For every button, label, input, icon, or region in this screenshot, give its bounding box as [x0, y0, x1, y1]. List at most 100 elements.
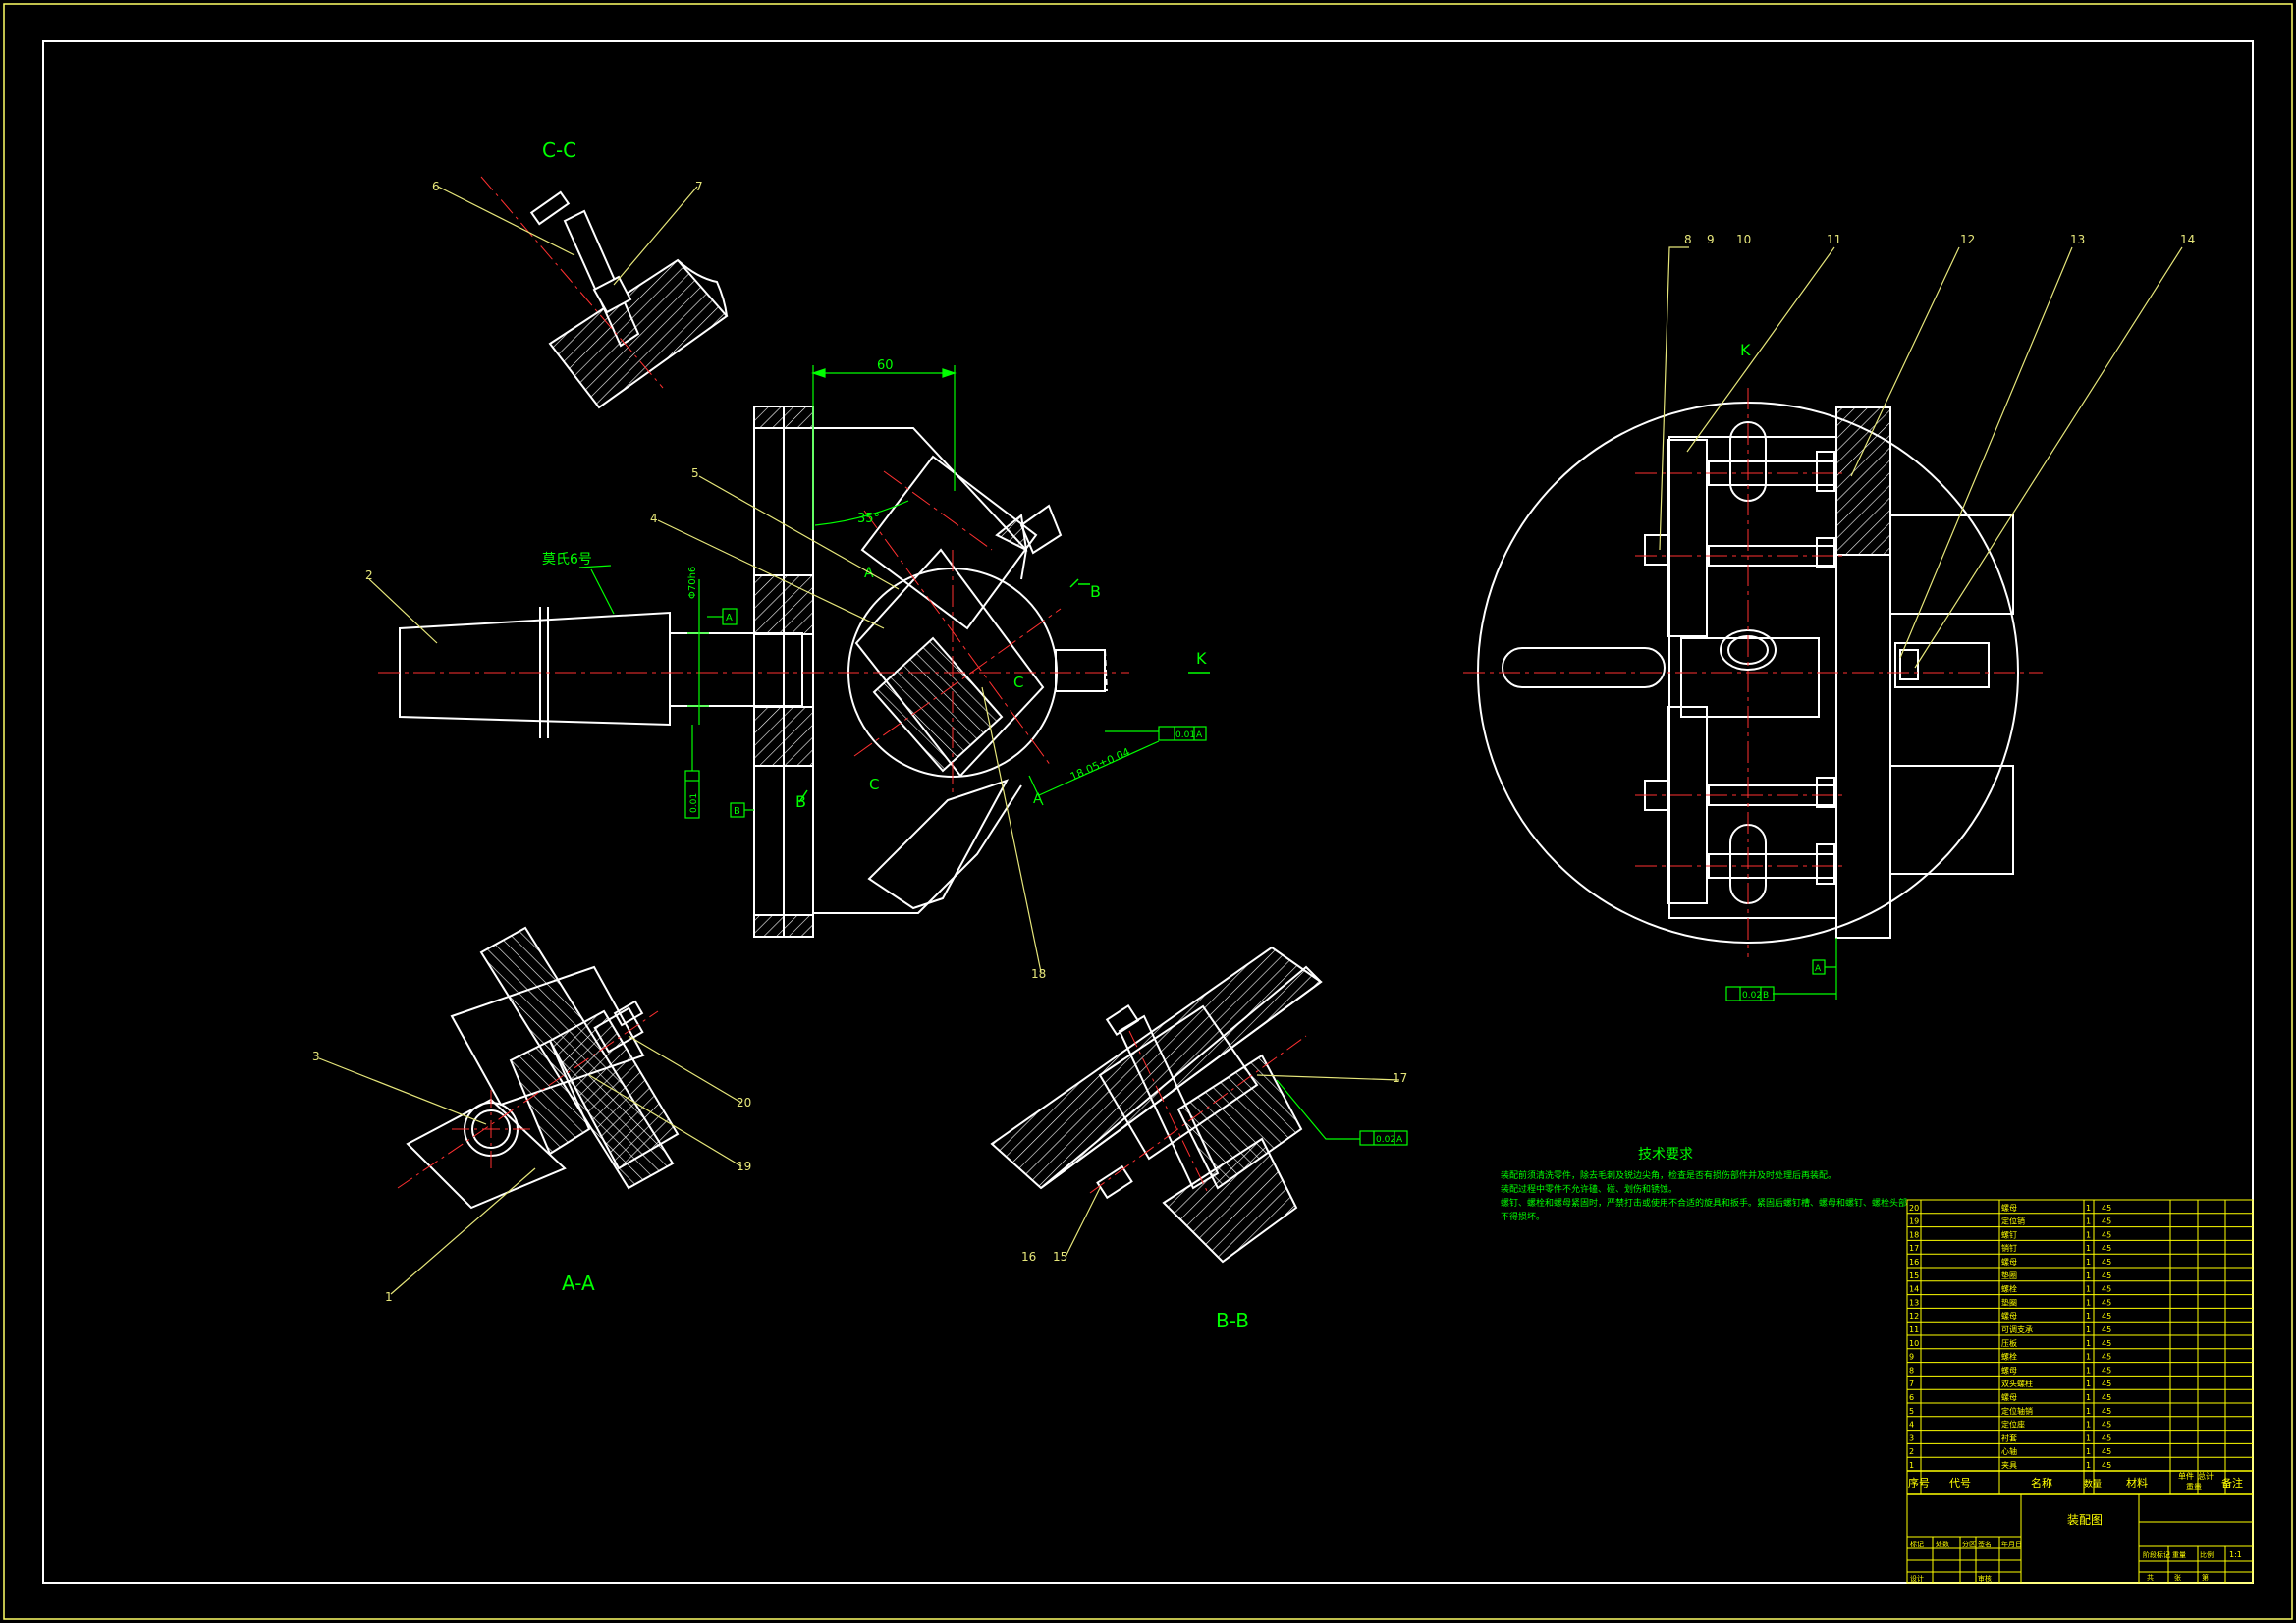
bom-cell-mat: 45	[2102, 1353, 2111, 1362]
tb-small-s2: 重量	[2172, 1551, 2186, 1559]
section-mark-b-top: B	[1090, 582, 1101, 601]
bom-cell-no: 13	[1909, 1298, 1919, 1307]
bom-cell-qty: 1	[2086, 1244, 2091, 1253]
bb-centerlines	[1089, 1030, 1307, 1194]
bom-header-w3: 重量	[2186, 1482, 2202, 1491]
bom-cell-qty: 1	[2086, 1258, 2091, 1267]
section-mark-c-bottom: C	[869, 776, 879, 793]
bom-cell-name: 螺母	[2001, 1392, 2017, 1402]
bom-header-qty: 数量	[2084, 1478, 2102, 1489]
part-label-1: 1	[385, 1290, 393, 1304]
k-tol	[1725, 938, 1837, 1001]
bom-cell-qty: 1	[2086, 1380, 2091, 1388]
bom-cell-no: 19	[1909, 1217, 1919, 1226]
dim-diagonal-label: 18.05±0.04	[1068, 745, 1132, 783]
k-leaders	[1659, 246, 2183, 669]
inner-frame	[42, 40, 2254, 1584]
bom-cell-qty: 1	[2086, 1312, 2091, 1321]
tol-left-ref: B	[734, 806, 740, 817]
view-aa	[406, 926, 680, 1210]
bom-cell-no: 6	[1909, 1393, 1914, 1402]
dim-vertical-label: Φ70h6	[687, 567, 698, 599]
bom-cell-name: 螺母	[2001, 1365, 2017, 1375]
bom-cell-qty: 1	[2086, 1325, 2091, 1334]
angle-arc	[814, 500, 909, 526]
aa-leaders	[318, 1035, 742, 1295]
bom-cell-no: 20	[1909, 1204, 1919, 1213]
bom-header-code: 代号	[1949, 1477, 1971, 1489]
tol-flag-a-top: A	[726, 613, 733, 623]
title-block	[1906, 1199, 2254, 1584]
bom-header-w2: 总计	[2198, 1471, 2214, 1481]
tb-small-r1: 标记	[1910, 1540, 1924, 1548]
dim-60-label: 60	[877, 358, 894, 373]
bom-cell-qty: 1	[2086, 1407, 2091, 1416]
bom-cell-name: 定位销	[2001, 1217, 2025, 1226]
bom-cell-mat: 45	[2102, 1407, 2111, 1416]
part-label-20: 20	[737, 1096, 751, 1109]
bom-cell-mat: 45	[2102, 1339, 2111, 1348]
bom-cell-no: 14	[1909, 1285, 1919, 1294]
tol-right-value: 0.01	[1175, 730, 1195, 740]
taper-label: 莫氏6号	[542, 552, 592, 568]
tb-small-r3: 分区	[1962, 1540, 1976, 1548]
part-label-9: 9	[1707, 233, 1715, 246]
bom-cell-no: 3	[1909, 1434, 1914, 1442]
bom-cell-mat: 45	[2102, 1366, 2111, 1375]
bom-cell-name: 心轴	[2001, 1446, 2017, 1456]
bom-cell-no: 5	[1909, 1407, 1914, 1416]
bom-cell-mat: 45	[2102, 1271, 2111, 1280]
main-centerlines	[378, 470, 1129, 795]
part-label-12: 12	[1960, 233, 1975, 246]
main-view	[399, 406, 1108, 938]
aa-centerlines	[397, 1010, 659, 1189]
bom-cell-no: 16	[1909, 1258, 1919, 1267]
bom-cell-name: 夹具	[2001, 1460, 2017, 1470]
bom-cell-no: 1	[1909, 1461, 1914, 1470]
tb-small-r4: 签名	[1978, 1540, 1992, 1548]
bom-cell-name: 双头螺柱	[2001, 1379, 2033, 1388]
view-bb-label: B-B	[1216, 1309, 1249, 1332]
tb-small-s7: 设计	[1910, 1574, 1924, 1583]
bom-cell-mat: 45	[2102, 1285, 2111, 1294]
bom-cell-name: 螺栓	[2001, 1352, 2017, 1362]
bom-cell-no: 4	[1909, 1421, 1914, 1430]
section-mark-b-bottom: B	[795, 792, 806, 811]
tech-req-line-2: 装配过程中零件不允许磕、碰、划伤和锈蚀。	[1501, 1183, 1677, 1195]
bom-cell-no: 2	[1909, 1447, 1914, 1456]
dim-vertical	[687, 579, 738, 725]
part-label-6: 6	[432, 180, 440, 193]
outer-frame	[3, 3, 2293, 1620]
bb-leaders	[1065, 1074, 1400, 1258]
k-tol-value: 0.02	[1742, 991, 1762, 1001]
bom-cell-no: 8	[1909, 1366, 1914, 1375]
bom-cell-mat: 45	[2102, 1325, 2111, 1334]
bom-cell-qty: 1	[2086, 1393, 2091, 1402]
bom-cell-no: 9	[1909, 1353, 1914, 1362]
part-label-5: 5	[691, 466, 699, 480]
tb-small-r2: 处数	[1936, 1540, 1949, 1548]
bom-cell-mat: 45	[2102, 1217, 2111, 1226]
bom-cell-qty: 1	[2086, 1434, 2091, 1442]
part-label-18: 18	[1031, 967, 1046, 981]
bom-cell-qty: 1	[2086, 1421, 2091, 1430]
part-label-19: 19	[737, 1160, 751, 1173]
tb-small-s4: 共	[2147, 1573, 2154, 1582]
tb-small-s3: 比例	[2200, 1550, 2214, 1559]
bom-cell-qty: 1	[2086, 1230, 2091, 1239]
section-mark-c-top: C	[1013, 674, 1023, 691]
view-cc-label: C-C	[542, 138, 576, 162]
bom-cell-qty: 1	[2086, 1217, 2091, 1226]
part-label-14: 14	[2180, 233, 2195, 246]
bom-cell-name: 可调支承	[2001, 1325, 2033, 1334]
tech-req-line-4: 不得损坏。	[1501, 1211, 1545, 1222]
bom-cell-no: 12	[1909, 1312, 1919, 1321]
tech-req-title: 技术要求	[1638, 1147, 1693, 1163]
bom-cell-mat: 45	[2102, 1244, 2111, 1253]
bom-cell-no: 17	[1909, 1244, 1919, 1253]
tech-req-line-3: 螺钉、螺栓和螺母紧固时，严禁打击或使用不合适的旋具和扳手。紧固后螺钉槽、螺母和螺…	[1501, 1197, 1907, 1209]
bom-header-note: 备注	[2221, 1476, 2243, 1489]
bom-cell-qty: 1	[2086, 1298, 2091, 1307]
